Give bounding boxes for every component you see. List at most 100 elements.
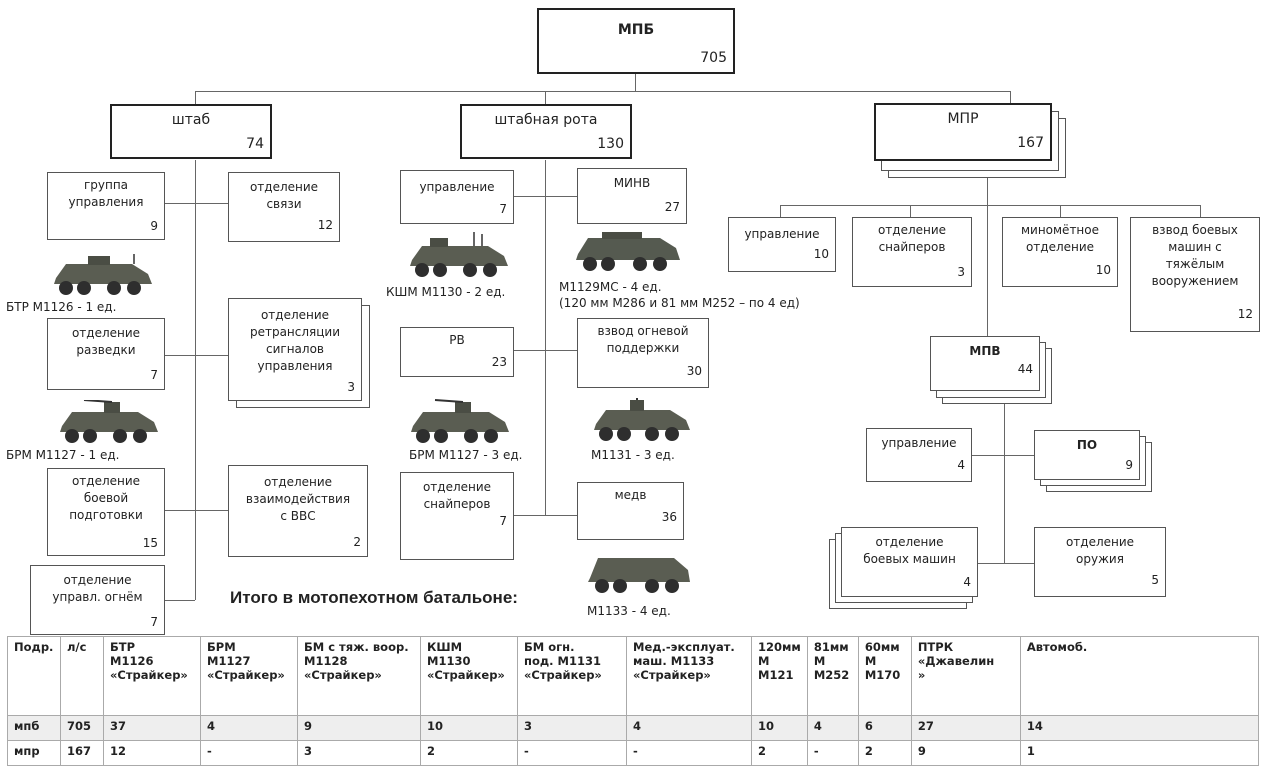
connector (514, 196, 577, 197)
otdelenie-retranslyacii-count: 3 (347, 380, 355, 394)
table-cell: 6 (857, 715, 912, 741)
group-upravleniya-box: группа управления 9 (47, 172, 165, 240)
group-upravleniya-count: 9 (150, 219, 158, 233)
table-cell: 3 (517, 715, 627, 741)
m1133-vehicle-icon (588, 558, 690, 593)
medv-name: медв (614, 488, 647, 502)
minometnoe-otdelenie-box: миномётное отделение 10 (1002, 217, 1118, 287)
column-header: 81мм М М252 (806, 636, 859, 716)
otdelenie-upravl-ognem-name: отделение управл. огнём (52, 573, 143, 604)
otdelenie-razvedki-count: 7 (150, 368, 158, 382)
table-cell: 10 (420, 715, 518, 741)
table-row: мпб 705 37 4 9 10 3 4 10 4 6 27 14 (7, 715, 1260, 741)
btr-m1126-vehicle-icon (54, 254, 152, 295)
connector (195, 91, 1010, 92)
mpr-upravlenie-box: управление 10 (728, 217, 836, 272)
brm-m1127-3-vehicle-icon (411, 399, 509, 443)
connector (780, 205, 1200, 206)
connector (165, 355, 228, 356)
sr-snaiperov-name: отделение снайперов (422, 480, 492, 511)
vzvod-ognevoi-podderzhki-count: 30 (686, 364, 702, 378)
mpr-count: 167 (1017, 135, 1044, 151)
connector (195, 160, 196, 600)
rv-box: РВ 23 (400, 327, 514, 377)
shtab-count: 74 (246, 136, 264, 152)
sr-upravlenie-count: 7 (499, 202, 507, 216)
mpv-box: МПВ 44 (930, 336, 1040, 391)
table-cell: - (806, 740, 859, 766)
sr-upravlenie-name: управление (419, 180, 495, 194)
otdelenie-boevyh-mashin-box: отделение боевых машин 4 (841, 527, 978, 597)
brm3-caption: БРМ М1127 - 3 ед. (409, 448, 523, 462)
rv-count: 23 (491, 355, 507, 369)
kshm-caption: КШМ М1130 - 2 ед. (386, 285, 506, 299)
otdelenie-boevyh-mashin-count: 4 (963, 575, 971, 589)
otdelenie-boevoi-podgotovki-name: отделение боевой подготовки (69, 474, 143, 522)
connector (514, 515, 577, 516)
otdelenie-boevoi-podgotovki-box: отделение боевой подготовки 15 (47, 468, 165, 556)
mpr-name: МПР (947, 111, 979, 127)
m1133-caption: М1133 - 4 ед. (587, 604, 671, 618)
connector (514, 350, 577, 351)
column-header: л/с (60, 636, 104, 716)
btr-caption: БТР М1126 - 1 ед. (6, 300, 117, 314)
shtab-rota-name: штабная рота (494, 112, 598, 128)
minv-name: МИНВ (613, 176, 651, 190)
medv-count: 36 (661, 510, 677, 524)
m1129-note: (120 мм М286 и 81 мм М252 – по 4 ед) (559, 296, 800, 310)
table-cell: 10 (751, 715, 808, 741)
vzvod-boevyh-mashin-name: взвод боевых машин с тяжёлым вооружением (1151, 223, 1239, 288)
table-cell: 705 (60, 715, 104, 741)
mpr-snaiperov-name: отделение снайперов (877, 223, 947, 254)
sr-snaiperov-count: 7 (499, 514, 507, 528)
table-cell: 9 (910, 740, 1021, 766)
column-header: 60мм М М170 (857, 636, 912, 716)
summary-table: Подр. л/с БТР М1126 «Страйкер» БРМ М1127… (7, 636, 1260, 766)
table-cell: 27 (910, 715, 1021, 741)
connector (635, 73, 636, 91)
minv-box: МИНВ 27 (577, 168, 687, 224)
table-header-row: Подр. л/с БТР М1126 «Страйкер» БРМ М1127… (7, 636, 1260, 716)
connector (1004, 398, 1005, 563)
otdelenie-svyazi-box: отделение связи 12 (228, 172, 340, 242)
otdelenie-vzaimodeistviya-count: 2 (353, 535, 361, 549)
brm-m1127-vehicle-icon (60, 400, 158, 443)
table-cell: 9 (297, 715, 421, 741)
minv-count: 27 (664, 200, 680, 214)
otdelenie-upravl-ognem-box: отделение управл. огнём 7 (30, 565, 165, 635)
vzvod-ognevoi-podderzhki-name: взвод огневой поддержки (597, 324, 689, 355)
total-title: Итого в мотопехотном батальоне: (230, 588, 518, 607)
column-header: Мед.-эксплуат. маш. М1133 «Страйкер» (626, 636, 752, 716)
mpr-snaiperov-count: 3 (957, 265, 965, 279)
otdelenie-razvedki-name: отделение разведки (71, 326, 141, 357)
otdelenie-retranslyacii-box: отделение ретрансляции сигналов управлен… (228, 298, 362, 401)
sr-upravlenie-box: управление 7 (400, 170, 514, 224)
connector (987, 178, 988, 336)
connector (545, 160, 546, 515)
mpr-box: МПР 167 (874, 103, 1052, 161)
connector (1060, 205, 1061, 217)
connector (165, 203, 228, 204)
mpv-upravlenie-count: 4 (957, 458, 965, 472)
column-header: ПТРК «Джавелин » (910, 636, 1021, 716)
mpr-upravlenie-name: управление (744, 227, 820, 241)
minometnoe-otdelenie-name: миномётное отделение (1020, 223, 1100, 254)
column-header: БМ огн. под. М1131 «Страйкер» (517, 636, 627, 716)
table-cell: - (517, 740, 627, 766)
table-cell: - (200, 740, 298, 766)
vzvod-boevyh-mashin-count: 12 (1237, 307, 1253, 321)
otdelenie-oruzhiya-box: отделение оружия 5 (1034, 527, 1166, 597)
otdelenie-boevyh-mashin-name: отделение боевых машин (863, 535, 956, 566)
shtab-name: штаб (171, 112, 211, 128)
connector (972, 455, 1034, 456)
vzvod-boevyh-mashin-box: взвод боевых машин с тяжёлым вооружением… (1130, 217, 1260, 332)
otdelenie-oruzhiya-count: 5 (1151, 573, 1159, 587)
column-header: Автомоб. (1019, 636, 1260, 716)
connector (165, 600, 195, 601)
table-cell: 4 (200, 715, 298, 741)
po-count: 9 (1125, 458, 1133, 472)
column-header: 120мм М М121 (751, 636, 808, 716)
column-header: БТР М1126 «Страйкер» (103, 636, 201, 716)
mpr-upravlenie-count: 10 (813, 247, 829, 261)
vzvod-ognevoi-podderzhki-box: взвод огневой поддержки 30 (577, 318, 709, 388)
